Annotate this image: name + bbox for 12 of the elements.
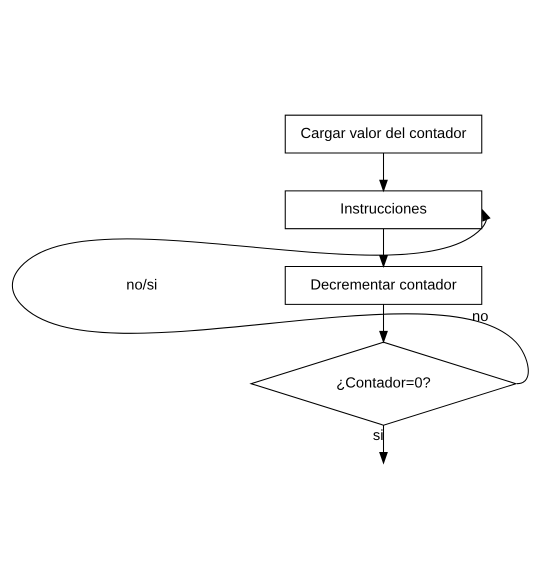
node-box: Cargar valor del contador xyxy=(284,114,482,154)
node-box: Decrementar contador xyxy=(284,266,482,305)
arrow xyxy=(379,425,388,465)
arrow xyxy=(379,229,388,268)
arrow xyxy=(379,153,388,192)
label: no/si xyxy=(126,277,158,294)
node-box: Instrucciones xyxy=(284,190,482,230)
arrow xyxy=(379,304,388,344)
node-diamond: ¿Contador=0? xyxy=(249,342,518,426)
arrow xyxy=(12,208,529,384)
edge-label: si xyxy=(372,428,384,444)
edge-label: no xyxy=(472,308,488,325)
